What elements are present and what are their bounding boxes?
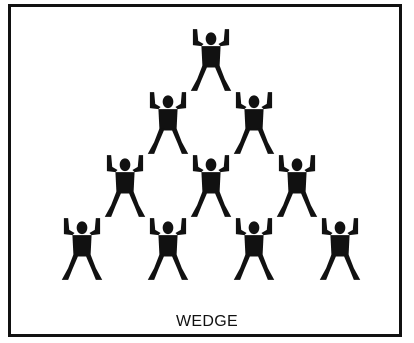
person-arms-raised-icon	[320, 218, 360, 280]
person-arms-raised-icon	[234, 92, 274, 154]
person-arms-raised-icon	[148, 218, 188, 280]
person-arms-raised-icon	[191, 29, 231, 91]
person-arms-raised-icon	[277, 155, 317, 217]
person-arms-raised-icon	[62, 218, 102, 280]
person-arms-raised-icon	[191, 155, 231, 217]
person-arms-raised-icon	[105, 155, 145, 217]
person-arms-raised-icon	[234, 218, 274, 280]
person-arms-raised-icon	[148, 92, 188, 154]
diagram-caption: WEDGE	[0, 313, 414, 331]
